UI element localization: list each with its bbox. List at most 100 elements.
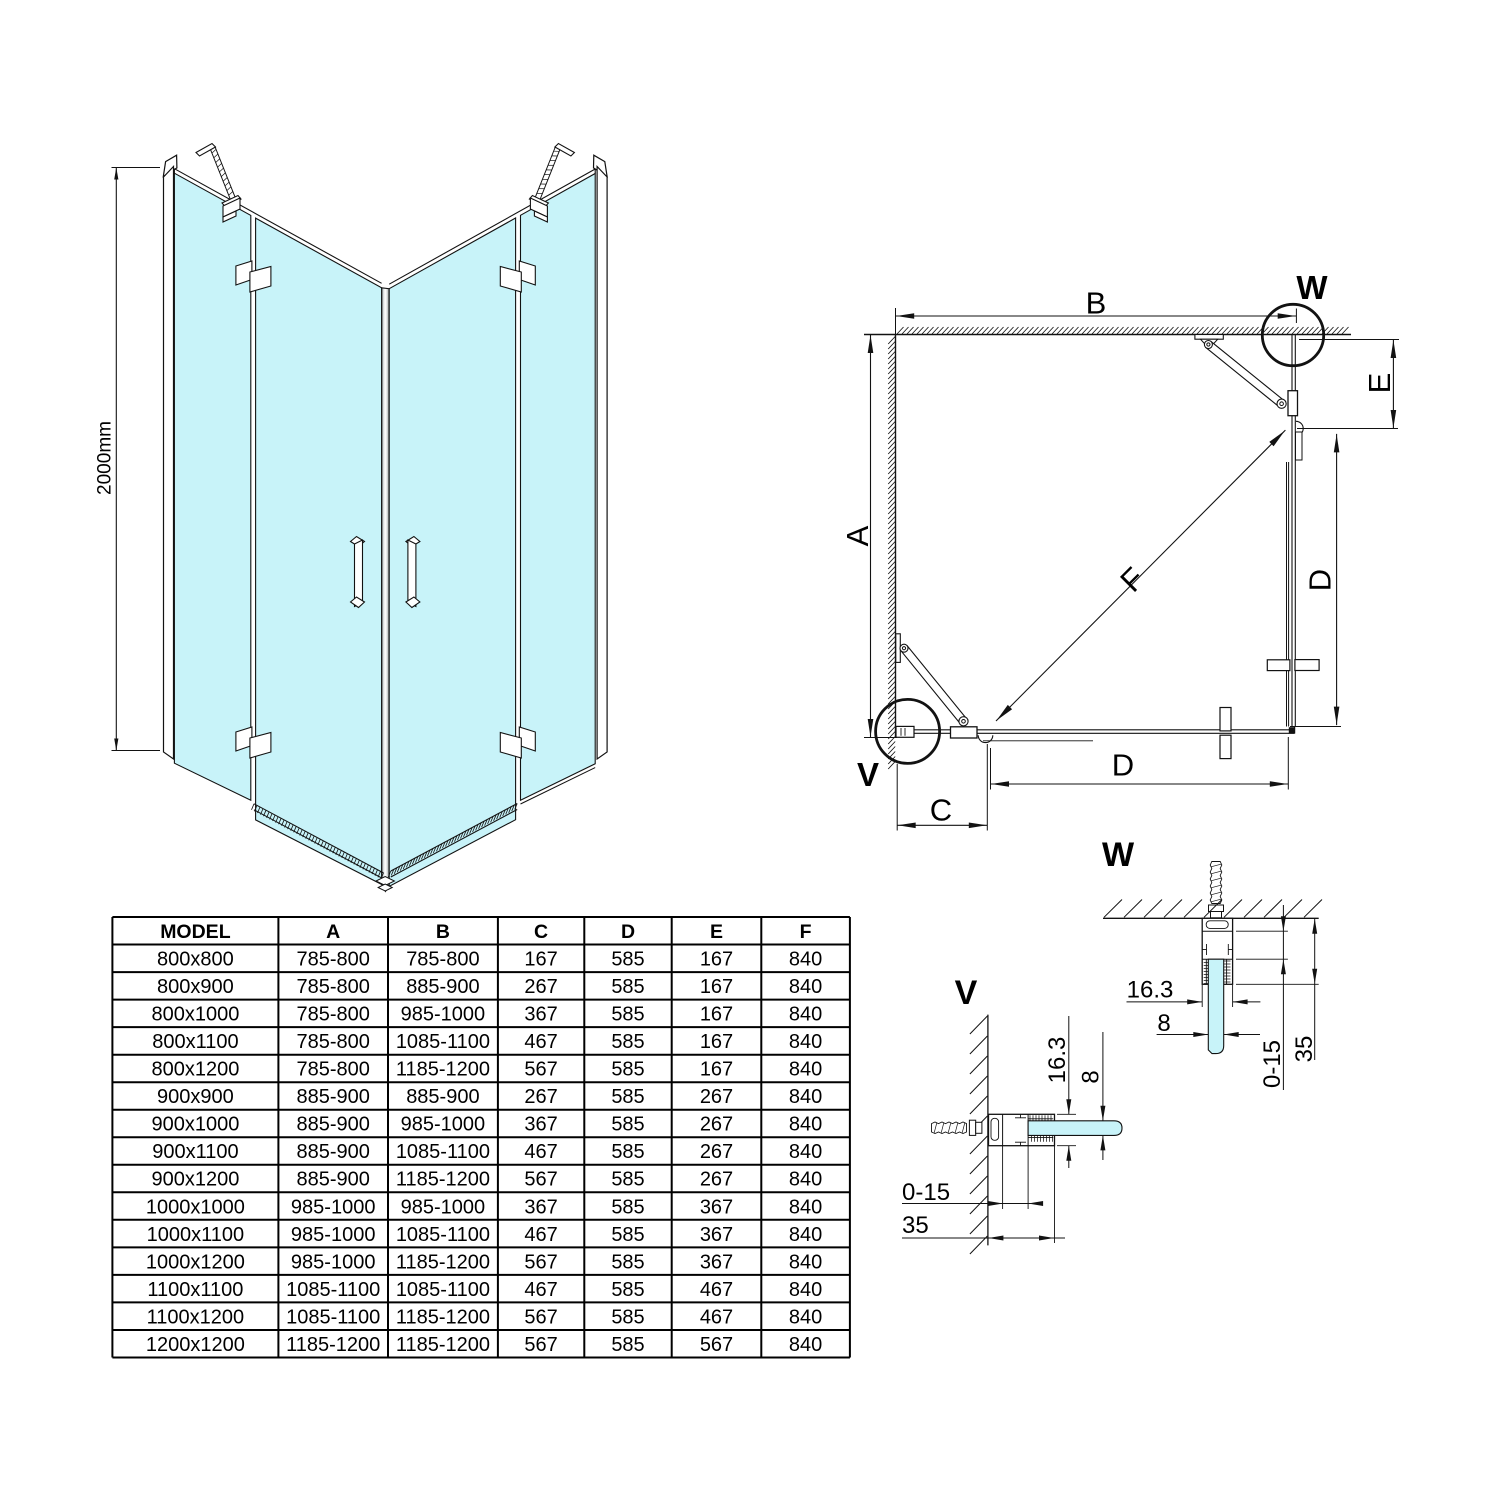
svg-text:367: 367 — [700, 1224, 733, 1246]
svg-text:E: E — [710, 921, 723, 943]
svg-text:885-900: 885-900 — [296, 1086, 369, 1108]
svg-text:V: V — [857, 756, 879, 793]
svg-text:1000x1100: 1000x1100 — [147, 1224, 245, 1246]
svg-text:1085-1100: 1085-1100 — [396, 1224, 490, 1246]
svg-text:1085-1100: 1085-1100 — [286, 1306, 380, 1328]
svg-text:267: 267 — [700, 1141, 733, 1163]
svg-text:1185-1200: 1185-1200 — [396, 1334, 490, 1356]
svg-text:467: 467 — [700, 1279, 733, 1301]
svg-text:167: 167 — [700, 1059, 733, 1081]
svg-text:1085-1100: 1085-1100 — [396, 1031, 490, 1053]
svg-text:A: A — [326, 921, 340, 943]
svg-text:467: 467 — [524, 1031, 557, 1053]
svg-text:367: 367 — [524, 1114, 557, 1136]
svg-text:840: 840 — [789, 1169, 822, 1191]
svg-text:267: 267 — [700, 1086, 733, 1108]
svg-text:467: 467 — [524, 1224, 557, 1246]
svg-text:8: 8 — [1078, 1070, 1105, 1083]
svg-text:467: 467 — [700, 1306, 733, 1328]
svg-text:985-1000: 985-1000 — [291, 1251, 376, 1273]
svg-text:840: 840 — [789, 1251, 822, 1273]
svg-text:840: 840 — [789, 1196, 822, 1218]
svg-text:785-800: 785-800 — [296, 1004, 369, 1026]
svg-text:8: 8 — [1157, 1010, 1170, 1037]
svg-text:D: D — [1303, 569, 1338, 591]
svg-text:585: 585 — [611, 1141, 644, 1163]
svg-text:367: 367 — [700, 1196, 733, 1218]
svg-text:467: 467 — [524, 1141, 557, 1163]
svg-text:1000x1000: 1000x1000 — [146, 1196, 245, 1218]
svg-text:367: 367 — [524, 1004, 557, 1026]
svg-text:985-1000: 985-1000 — [401, 1004, 486, 1026]
svg-text:785-800: 785-800 — [296, 1031, 369, 1053]
svg-text:167: 167 — [700, 1031, 733, 1053]
svg-text:900x900: 900x900 — [157, 1086, 234, 1108]
svg-text:V: V — [955, 974, 978, 1012]
svg-text:840: 840 — [789, 1004, 822, 1026]
svg-text:840: 840 — [789, 1031, 822, 1053]
svg-text:1100x1200: 1100x1200 — [147, 1306, 245, 1328]
svg-text:840: 840 — [789, 949, 822, 971]
svg-text:585: 585 — [611, 1169, 644, 1191]
svg-text:W: W — [1296, 269, 1328, 306]
svg-text:16.3: 16.3 — [1044, 1037, 1071, 1084]
svg-text:785-800: 785-800 — [406, 949, 479, 971]
svg-text:E: E — [1362, 373, 1397, 394]
svg-text:1185-1200: 1185-1200 — [396, 1306, 490, 1328]
svg-text:1000x1200: 1000x1200 — [146, 1251, 245, 1273]
svg-text:267: 267 — [700, 1114, 733, 1136]
svg-text:567: 567 — [524, 1169, 557, 1191]
svg-text:D: D — [621, 921, 635, 943]
svg-text:985-1000: 985-1000 — [291, 1224, 376, 1246]
svg-text:F: F — [1114, 561, 1152, 599]
svg-text:985-1000: 985-1000 — [291, 1196, 376, 1218]
svg-text:1185-1200: 1185-1200 — [396, 1169, 490, 1191]
svg-text:1085-1100: 1085-1100 — [396, 1279, 490, 1301]
svg-text:367: 367 — [700, 1251, 733, 1273]
svg-text:585: 585 — [611, 1086, 644, 1108]
svg-text:167: 167 — [524, 949, 557, 971]
svg-text:585: 585 — [611, 976, 644, 998]
svg-text:885-900: 885-900 — [296, 1169, 369, 1191]
svg-text:MODEL: MODEL — [160, 921, 231, 943]
svg-text:885-900: 885-900 — [296, 1114, 369, 1136]
svg-text:567: 567 — [524, 1251, 557, 1273]
svg-text:985-1000: 985-1000 — [401, 1196, 486, 1218]
svg-text:1185-1200: 1185-1200 — [396, 1059, 490, 1081]
svg-text:C: C — [534, 921, 548, 943]
svg-text:1200x1200: 1200x1200 — [146, 1334, 245, 1356]
svg-text:167: 167 — [700, 949, 733, 971]
svg-text:W: W — [1102, 836, 1135, 874]
svg-text:840: 840 — [789, 1306, 822, 1328]
svg-text:785-800: 785-800 — [296, 949, 369, 971]
svg-text:F: F — [800, 921, 812, 943]
svg-text:885-900: 885-900 — [406, 1086, 479, 1108]
svg-text:885-900: 885-900 — [296, 1141, 369, 1163]
svg-text:800x800: 800x800 — [157, 949, 234, 971]
svg-text:C: C — [930, 793, 952, 828]
svg-text:585: 585 — [611, 1059, 644, 1081]
svg-text:167: 167 — [700, 1004, 733, 1026]
svg-text:567: 567 — [524, 1306, 557, 1328]
svg-text:16.3: 16.3 — [1127, 977, 1174, 1004]
svg-text:785-800: 785-800 — [296, 976, 369, 998]
svg-text:167: 167 — [700, 976, 733, 998]
svg-text:267: 267 — [524, 976, 557, 998]
svg-text:0-15: 0-15 — [1259, 1040, 1286, 1088]
svg-text:1100x1100: 1100x1100 — [147, 1279, 243, 1301]
svg-text:585: 585 — [611, 1114, 644, 1136]
svg-text:1085-1100: 1085-1100 — [286, 1279, 380, 1301]
svg-text:585: 585 — [611, 1279, 644, 1301]
svg-text:985-1000: 985-1000 — [401, 1114, 486, 1136]
svg-text:567: 567 — [524, 1334, 557, 1356]
svg-text:267: 267 — [524, 1086, 557, 1108]
svg-text:1185-1200: 1185-1200 — [396, 1251, 490, 1273]
svg-text:1185-1200: 1185-1200 — [286, 1334, 380, 1356]
svg-text:585: 585 — [611, 1004, 644, 1026]
svg-text:840: 840 — [789, 1224, 822, 1246]
svg-text:900x1100: 900x1100 — [152, 1141, 238, 1163]
svg-text:800x1000: 800x1000 — [151, 1004, 239, 1026]
svg-text:B: B — [1086, 286, 1107, 321]
svg-text:800x1100: 800x1100 — [152, 1031, 238, 1053]
svg-text:567: 567 — [700, 1334, 733, 1356]
